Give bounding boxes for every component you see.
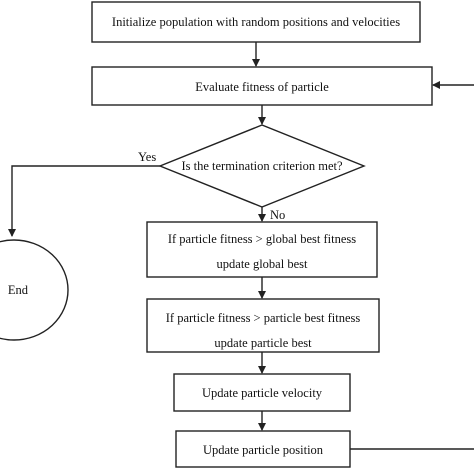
node-velocity-label: Update particle velocity — [202, 386, 323, 400]
node-velocity: Update particle velocity — [173, 373, 351, 412]
node-decision-label: Is the termination criterion met? — [181, 159, 343, 173]
node-initialize-label: Initialize population with random positi… — [112, 15, 400, 29]
edge-label-yes: Yes — [138, 150, 156, 164]
node-particle-best: If particle fitness > particle best fitn… — [146, 298, 380, 353]
node-end: End — [0, 239, 69, 341]
edge-yes-to-end — [8, 165, 160, 237]
node-evaluate: Evaluate fitness of particle — [91, 66, 433, 106]
node-position: Update particle position — [175, 430, 351, 468]
node-position-label: Update particle position — [203, 443, 324, 457]
node-global-best-line2: update global best — [217, 257, 308, 271]
node-decision: Is the termination criterion met? — [158, 124, 366, 208]
edge-label-no: No — [270, 208, 285, 222]
node-global-best-line1: If particle fitness > global best fitnes… — [168, 232, 356, 246]
node-end-label: End — [8, 283, 29, 297]
node-global-best: If particle fitness > global best fitnes… — [146, 221, 378, 278]
node-particle-best-line1: If particle fitness > particle best fitn… — [166, 311, 361, 325]
node-particle-best-line2: update particle best — [214, 336, 312, 350]
node-evaluate-label: Evaluate fitness of particle — [195, 80, 329, 94]
node-initialize: Initialize population with random positi… — [91, 1, 421, 43]
